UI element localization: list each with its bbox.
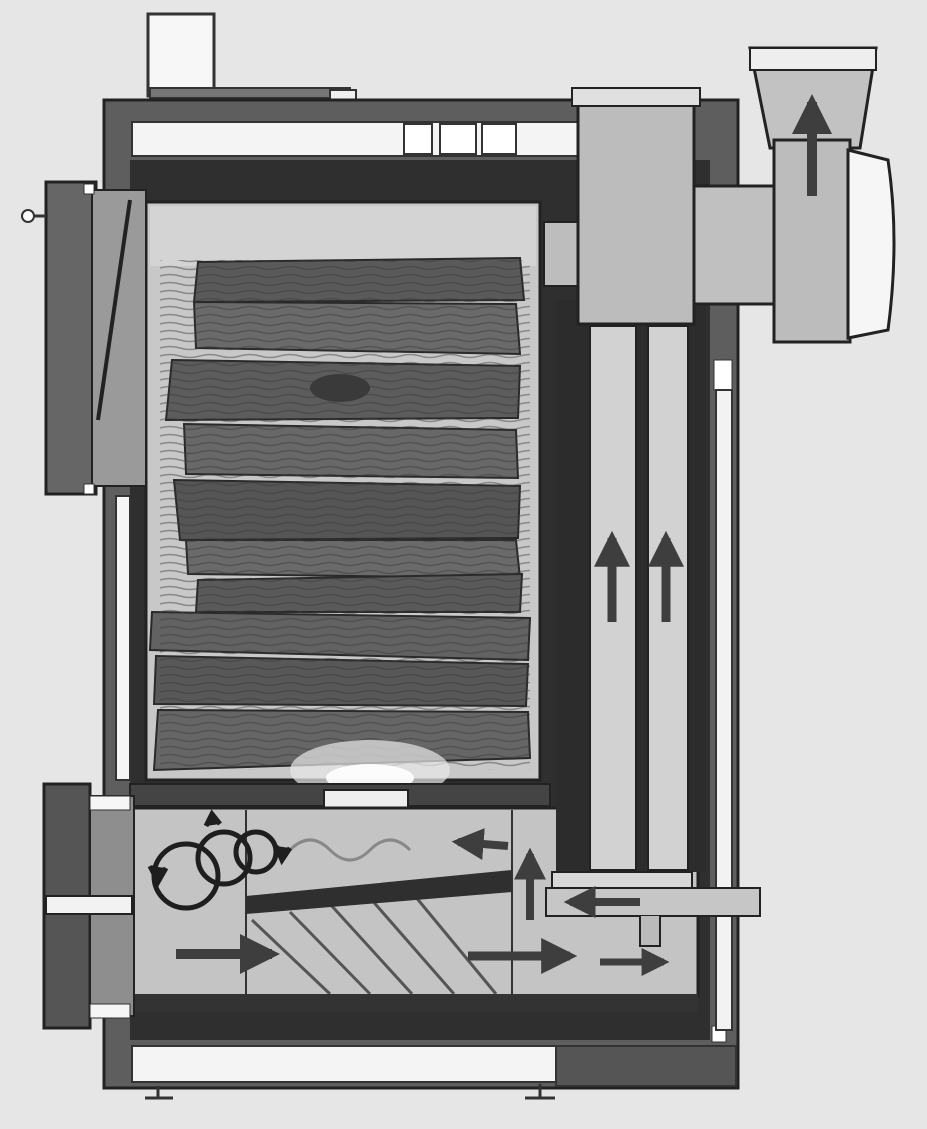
upper-loading-door xyxy=(21,180,147,781)
swirl-circles-icon xyxy=(147,809,293,911)
lower-cleaning-door xyxy=(42,782,135,1030)
flow-arrows xyxy=(176,94,832,976)
wood-logs-icon xyxy=(148,256,532,800)
flue-outlet xyxy=(543,87,782,326)
exhaust-fan-icon xyxy=(748,46,896,344)
heat-exchanger-tubes xyxy=(556,300,733,1031)
flow-arrow-icon xyxy=(451,828,509,860)
